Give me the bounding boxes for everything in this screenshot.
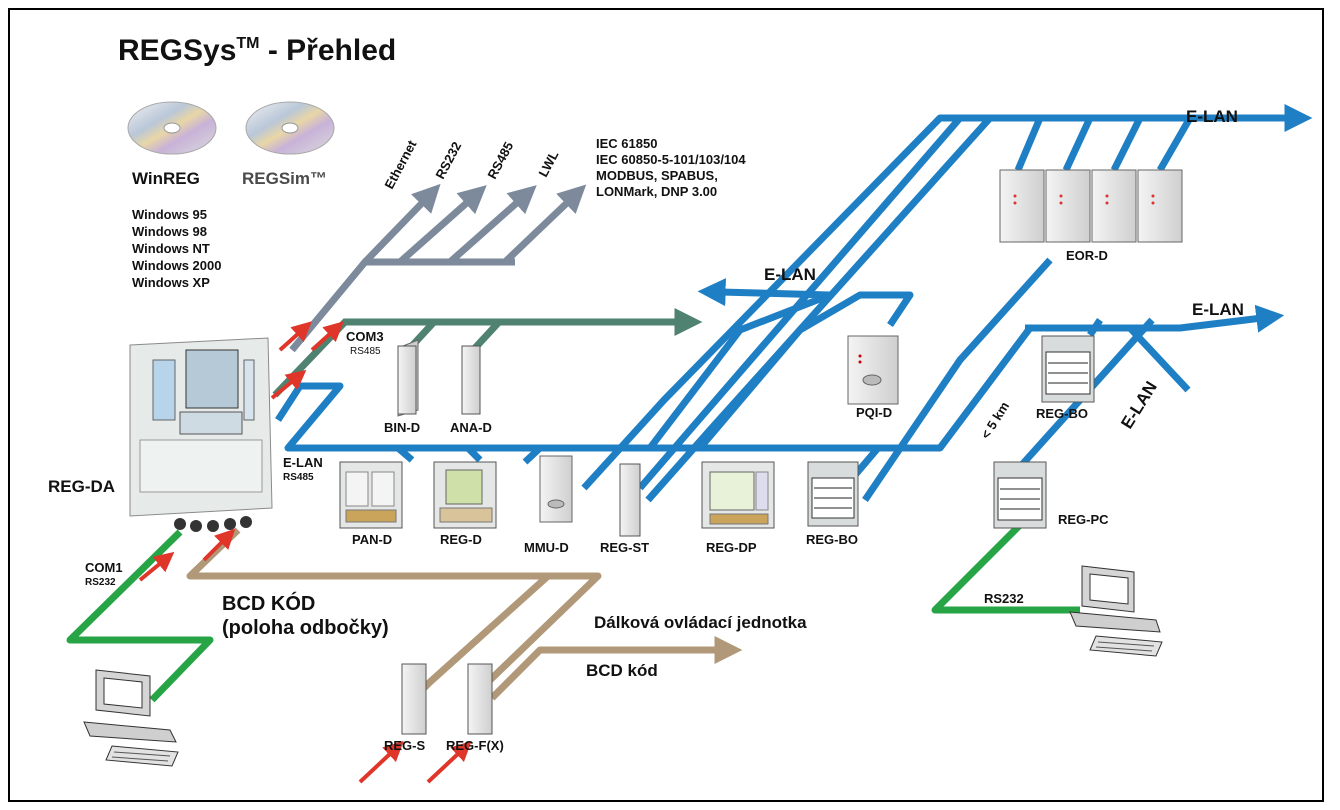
reg-pc-label: REG-PC	[1058, 512, 1109, 527]
reg-dp-device[interactable]	[701, 461, 775, 529]
pan-d-device[interactable]	[339, 461, 403, 529]
elan-top-label: E-LAN	[1186, 107, 1238, 126]
reg-da-device[interactable]	[129, 337, 273, 532]
distance-label: < 5 km	[978, 399, 1012, 442]
reg-dp-label: REG-DP	[706, 540, 757, 555]
elan-bus-label: E-LAN	[283, 455, 323, 470]
reg-bo-label: REG-BO	[806, 532, 858, 547]
bcd-code-label: BCD kód	[586, 661, 658, 680]
os-item: Windows NT	[132, 241, 210, 256]
reg-s-device[interactable]	[401, 663, 427, 735]
regsim-label: REGSim™	[242, 169, 327, 188]
pqi-d-label: PQI-D	[856, 405, 892, 420]
os-item: Windows 98	[132, 224, 207, 239]
pqi-d-device[interactable]	[847, 335, 899, 405]
elan-right-label: E-LAN	[1192, 300, 1244, 319]
ana-d-label: ANA-D	[450, 420, 492, 435]
interface-lines	[289, 183, 587, 353]
elan-mid-label: E-LAN	[764, 265, 816, 284]
port-ethernet: Ethernet	[381, 137, 419, 191]
bin-d-device[interactable]	[397, 339, 419, 417]
pan-d-label: PAN-D	[352, 532, 392, 547]
reg-bo-right-label: REG-BO	[1036, 406, 1088, 421]
elan-bus-sub-label: RS485	[283, 472, 314, 483]
page-title: REGSysTM - Přehled	[118, 34, 396, 67]
os-item: Windows 2000	[132, 258, 221, 273]
reg-bo-device[interactable]	[807, 461, 859, 527]
computer-right-icon	[1069, 565, 1163, 657]
os-item: Windows 95	[132, 207, 207, 222]
reg-fx-label: REG-F(X)	[446, 738, 504, 753]
os-list: Windows 95 Windows 98 Windows NT Windows…	[132, 207, 221, 290]
protocol-item: IEC 60850-5-101/103/104	[596, 152, 746, 167]
port-rs232: RS232	[432, 139, 464, 181]
bcd-title: BCD KÓD	[222, 591, 315, 615]
os-item: Windows XP	[132, 275, 210, 290]
port-rs485: RS485	[484, 139, 516, 181]
reg-d-label: REG-D	[440, 532, 482, 547]
com3-label: COM3	[346, 329, 384, 344]
regsim-cd-icon	[245, 101, 335, 155]
mmu-d-label: MMU-D	[524, 540, 569, 555]
signal-arrows	[138, 321, 472, 784]
reg-d-device[interactable]	[433, 461, 497, 529]
bcd-subtitle: (poloha odbočky)	[222, 617, 389, 639]
ana-d-device[interactable]	[461, 345, 481, 415]
reg-bo-right-device[interactable]	[1041, 335, 1095, 403]
mmu-d-device[interactable]	[539, 455, 573, 523]
rs232-lines	[66, 522, 1080, 703]
bin-d-label: BIN-D	[384, 420, 420, 435]
port-lwl: LWL	[535, 148, 561, 179]
remote-unit-label: Dálková ovládací jednotka	[594, 613, 807, 632]
reg-pc-device[interactable]	[993, 461, 1047, 529]
rs232-right-label: RS232	[984, 591, 1024, 606]
reg-st-label: REG-ST	[600, 540, 649, 555]
winreg-cd-icon	[127, 101, 217, 155]
protocol-item: LONMark, DNP 3.00	[596, 184, 717, 199]
computer-left-icon	[83, 669, 179, 767]
elan-diagonal-label: E-LAN	[1117, 378, 1161, 432]
reg-fx-device[interactable]	[467, 663, 493, 735]
reg-st-device[interactable]	[619, 463, 641, 537]
reg-da-label: REG-DA	[48, 477, 115, 496]
com1-label: COM1	[85, 560, 123, 575]
reg-s-label: REG-S	[384, 738, 426, 753]
com1-sub-label: RS232	[85, 577, 116, 588]
eor-d-label: EOR-D	[1066, 248, 1108, 263]
com3-sub-label: RS485	[350, 346, 381, 357]
protocol-list: IEC 61850 IEC 60850-5-101/103/104 MODBUS…	[596, 136, 746, 199]
protocol-item: IEC 61850	[596, 136, 657, 151]
winreg-label: WinREG	[132, 169, 200, 188]
eor-d-device[interactable]	[999, 169, 1183, 243]
protocol-item: MODBUS, SPABUS,	[596, 168, 718, 183]
